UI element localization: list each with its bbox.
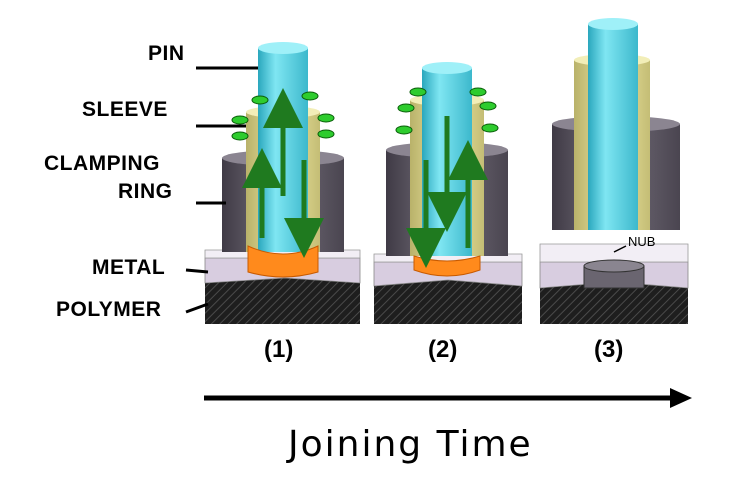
stage-1-label: (1) bbox=[264, 336, 294, 363]
stage-3-label: (3) bbox=[594, 336, 624, 363]
stage-2-label: (2) bbox=[428, 336, 458, 363]
clamping-ring-label-line1: CLAMPING bbox=[44, 152, 160, 175]
leader-lines bbox=[185, 66, 627, 314]
sleeve-label: SLEEVE bbox=[82, 98, 168, 121]
metal-label: METAL bbox=[92, 256, 166, 279]
nub-label: NUB bbox=[628, 234, 656, 249]
joining-time-label: Joining Time bbox=[288, 424, 533, 465]
time-arrow bbox=[204, 388, 692, 408]
polymer-label: POLYMER bbox=[56, 298, 162, 321]
pin-label: PIN bbox=[148, 42, 185, 65]
clamping-ring-label-line2: RING bbox=[118, 180, 173, 203]
stage-2-illustration bbox=[373, 62, 523, 324]
stage-1-illustration bbox=[204, 42, 361, 324]
stage-3-illustration bbox=[539, 18, 689, 324]
